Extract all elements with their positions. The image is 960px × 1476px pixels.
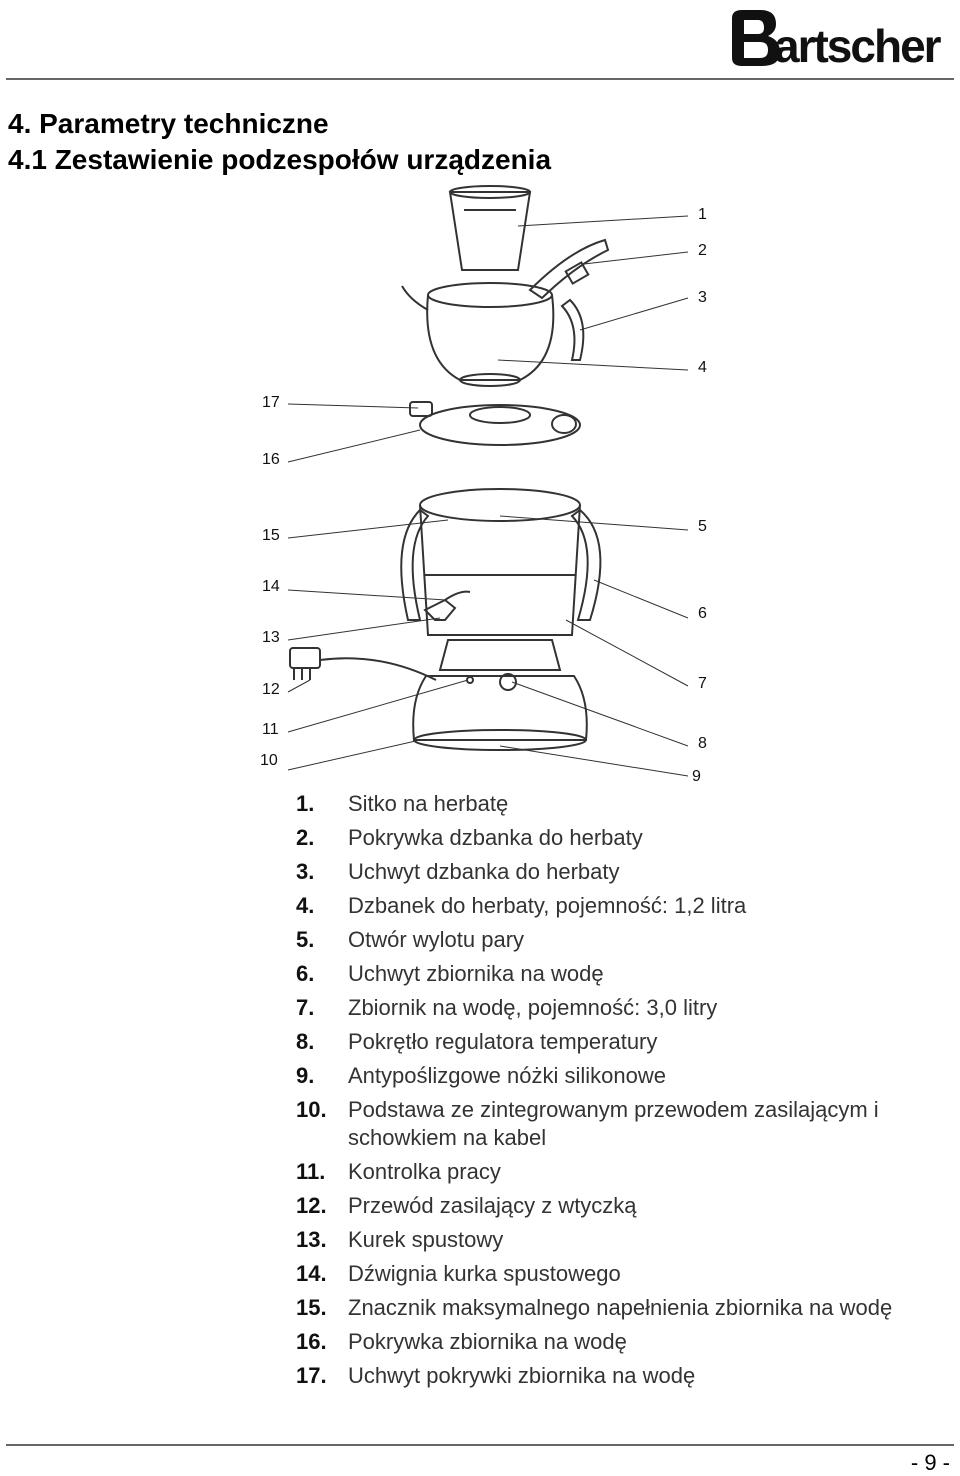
part-description: Pokrywka dzbanka do herbaty: [348, 825, 643, 850]
part-description: Uchwyt dzbanka do herbaty: [348, 859, 620, 884]
water-tank: [419, 504, 581, 636]
svg-text:artscher: artscher: [774, 20, 942, 72]
callout-7: 7: [698, 675, 707, 692]
tea-strainer: [448, 191, 532, 271]
part-number: 5.: [296, 927, 315, 952]
teapot-body: [426, 294, 555, 381]
tank-lid: [419, 404, 581, 446]
part-number: 17.: [296, 1363, 327, 1388]
header-rule: [6, 78, 954, 80]
part-description: Uchwyt pokrywki zbiornika na wodę: [348, 1363, 696, 1388]
part-description: Zbiornik na wodę, pojemność: 3,0 litry: [348, 995, 718, 1020]
part-description: Pokrywka zbiornika na wodę: [348, 1329, 627, 1354]
list-item: 7. Zbiornik na wodę, pojemność: 3,0 litry: [296, 994, 916, 1022]
list-item: 10. Podstawa ze zintegrowanym przewodem z…: [296, 1096, 916, 1152]
part-description: Pokrętło regulatora temperatury: [348, 1029, 658, 1054]
list-item: 3. Uchwyt dzbanka do herbaty: [296, 858, 916, 886]
exploded-diagram: [287, 185, 689, 777]
list-item: 15. Znacznik maksymalnego napełnienia zbi…: [296, 1294, 916, 1322]
section-title: 4. Parametry techniczne: [8, 108, 329, 139]
list-item: 11. Kontrolka pracy: [296, 1158, 916, 1186]
list-item: 9. Antypoślizgowe nóżki silikonowe: [296, 1062, 916, 1090]
drain-tap: [423, 598, 457, 621]
part-number: 11.: [296, 1159, 326, 1184]
callout-5: 5: [698, 518, 707, 535]
list-item: 6. Uchwyt zbiornika na wodę: [296, 960, 916, 988]
part-number: 7.: [296, 995, 315, 1020]
part-number: 6.: [296, 961, 315, 986]
part-number: 9.: [296, 1063, 315, 1088]
tank-handle-right: [570, 508, 602, 621]
callout-2: 2: [698, 242, 707, 259]
part-description: Kontrolka pracy: [348, 1159, 501, 1184]
part-description: Znacznik maksymalnego napełnienia zbiorn…: [348, 1295, 893, 1320]
footer-rule: [6, 1444, 954, 1446]
parts-list: 1. Sitko na herbatę 2. Pokrywka dzbanka do …: [296, 790, 916, 1396]
part-number: 13.: [296, 1227, 327, 1252]
part-description: Sitko na herbatę: [348, 791, 509, 816]
page-number: - 9 -: [910, 1450, 950, 1475]
list-item: 16. Pokrywka zbiornika na wodę: [296, 1328, 916, 1356]
power-cord: [319, 657, 437, 681]
tank-handle-left: [400, 508, 430, 621]
bartscher-logo: artscher: [732, 10, 944, 72]
callout-14: 14: [262, 578, 280, 595]
list-item: 8. Pokrętło regulatora temperatury: [296, 1028, 916, 1056]
part-number: 10.: [296, 1097, 327, 1122]
part-description: Dzbanek do herbaty, pojemność: 1,2 litra: [348, 893, 747, 918]
callout-3: 3: [698, 289, 707, 306]
callout-16: 16: [262, 451, 280, 468]
part-number: 16.: [296, 1329, 327, 1354]
list-item: 4. Dzbanek do herbaty, pojemność: 1,2 lit…: [296, 892, 916, 920]
callout-6: 6: [698, 605, 707, 622]
part-description: Dźwignia kurka spustowego: [348, 1261, 621, 1286]
part-number: 2.: [296, 825, 315, 850]
teapot-handle: [528, 238, 610, 300]
callout-13: 13: [262, 629, 280, 646]
part-number: 4.: [296, 893, 315, 918]
callout-17: 17: [262, 394, 280, 411]
list-item: 1. Sitko na herbatę: [296, 790, 916, 818]
part-description: Kurek spustowy: [348, 1227, 504, 1252]
callout-4: 4: [698, 359, 707, 376]
list-item: 2. Pokrywka dzbanka do herbaty: [296, 824, 916, 852]
part-number: 12.: [296, 1193, 327, 1218]
list-item: 5. Otwór wylotu pary: [296, 926, 916, 954]
part-number: 1.: [296, 791, 315, 816]
part-description: Przewód zasilający z wtyczką: [348, 1193, 637, 1218]
section-subtitle: 4.1 Zestawienie podzespołów urządzenia: [8, 144, 552, 175]
callout-12: 12: [262, 681, 280, 698]
list-item: 17. Uchwyt pokrywki zbiornika na wodę: [296, 1362, 916, 1390]
part-description: Podstawa ze zintegrowanym przewodem zasi…: [348, 1097, 879, 1150]
list-item: 13. Kurek spustowy: [296, 1226, 916, 1254]
part-number: 15.: [296, 1295, 327, 1320]
part-description: Otwór wylotu pary: [348, 927, 525, 952]
list-item: 12. Przewód zasilający z wtyczką: [296, 1192, 916, 1220]
part-number: 3.: [296, 859, 315, 884]
callout-9: 9: [692, 768, 701, 785]
list-item: 14. Dźwignia kurka spustowego: [296, 1260, 916, 1288]
part-number: 14.: [296, 1261, 327, 1286]
base: [438, 639, 562, 671]
callout-1: 1: [698, 206, 707, 223]
part-description: Antypoślizgowe nóżki silikonowe: [348, 1063, 666, 1088]
callout-15: 15: [262, 527, 280, 544]
part-number: 8.: [296, 1029, 315, 1054]
callout-10: 10: [260, 752, 278, 769]
part-description: Uchwyt zbiornika na wodę: [348, 961, 604, 986]
callout-11: 11: [262, 721, 279, 738]
callout-8: 8: [698, 735, 707, 752]
